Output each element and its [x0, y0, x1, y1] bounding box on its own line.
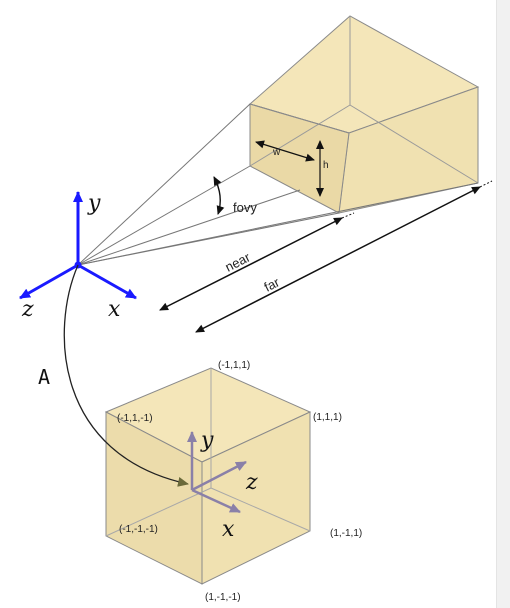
fovy-label: fovy: [233, 200, 257, 215]
ndc-axes: [187, 431, 247, 514]
camera-z-axis: [19, 263, 79, 300]
near-arrow: [159, 217, 343, 311]
ndc-x-axis: [191, 488, 241, 514]
ndc-y-label: y: [200, 428, 214, 453]
ndc-z-axis: [191, 460, 247, 492]
corner-top-left: (-1,1,-1): [117, 413, 153, 424]
corner-bottom-right: (1,-1,1): [330, 528, 362, 539]
ndc-x-label: x: [222, 517, 235, 542]
ndc-cube: [104, 367, 312, 585]
far-arrow: [195, 186, 481, 333]
fovy-arc: [213, 176, 225, 215]
corner-bottom-front: (1,-1,-1): [205, 592, 241, 603]
transform-label: A: [38, 365, 50, 389]
camera-y-label: y: [87, 191, 101, 216]
view-frustum: [248, 15, 480, 214]
w-label: w: [272, 147, 281, 158]
vertical-scrollbar[interactable]: [496, 0, 510, 608]
h-label: h: [323, 160, 329, 171]
far-label: far: [262, 274, 283, 295]
transform-arrow: [63, 264, 189, 487]
corner-bottom-left: (-1,-1,-1): [119, 524, 158, 535]
camera-x-label: x: [108, 297, 121, 322]
ndc-z-label: z: [245, 470, 258, 495]
camera-x-axis: [77, 263, 137, 300]
w-arrow: [255, 140, 315, 162]
corner-top-right: (1,1,1): [313, 412, 342, 423]
camera-axes: [19, 191, 137, 300]
corner-top-back: (-1,1,1): [218, 360, 250, 371]
camera-z-label: z: [21, 297, 34, 322]
